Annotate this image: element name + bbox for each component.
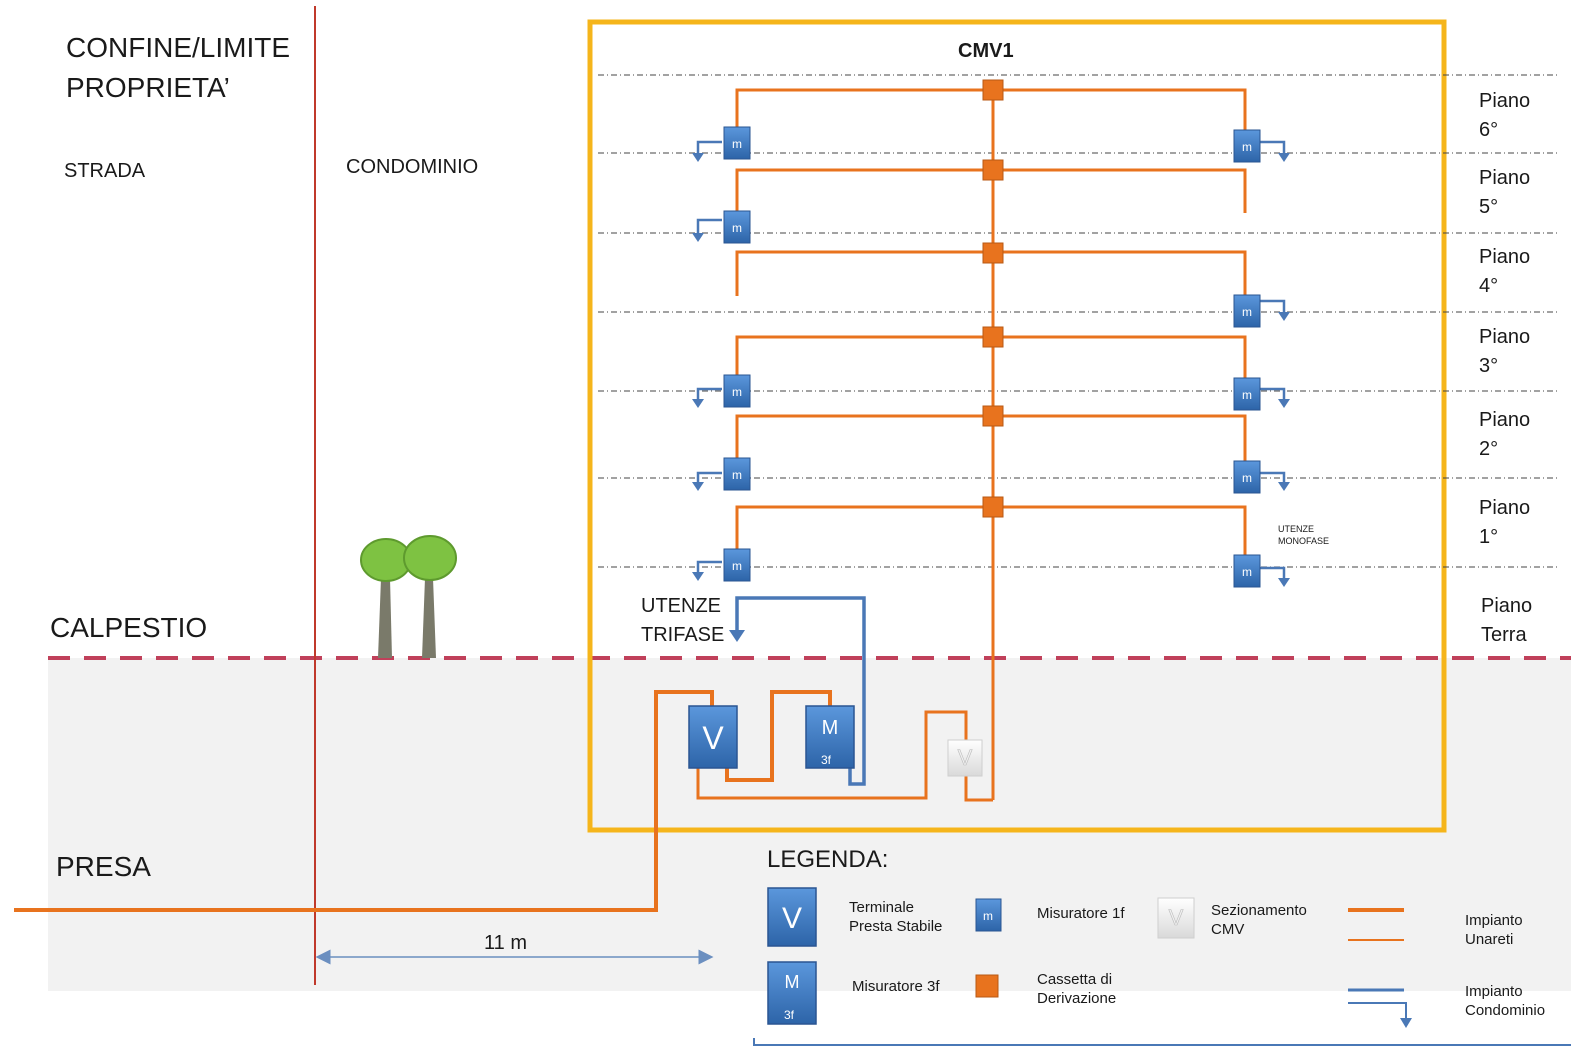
utenze-monofase-label-line1: UTENZE (1278, 524, 1314, 534)
trees (360, 535, 457, 658)
svg-text:M: M (822, 717, 839, 739)
svg-text:V: V (958, 745, 973, 770)
calpestio-label: CALPESTIO (50, 612, 208, 643)
meter-1f-icon: m (723, 457, 751, 491)
meter-1f-icon: m (723, 548, 751, 582)
svg-text:m: m (732, 468, 742, 482)
utenze-trifase-label-line2: TRIFASE (641, 624, 725, 646)
meters-1f: m m m m m m m m m m (723, 126, 1261, 588)
building-cmv1 (587, 19, 1447, 833)
svg-text:m: m (983, 909, 993, 923)
svg-text:m: m (1242, 388, 1252, 402)
legend-symbols: V m V M 3f (767, 887, 1412, 1028)
condominio-arrows (692, 153, 1290, 642)
condominio-network (696, 140, 1286, 786)
meter-1f-icon: m (1233, 554, 1261, 588)
legend-misuratore-3f: Misuratore 3f (852, 978, 940, 995)
svg-text:V: V (702, 720, 724, 756)
distance-label: 11 m (484, 932, 527, 954)
confine-label-line1: CONFINE/LIMITE (66, 32, 291, 63)
strada-label: STRADA (64, 160, 146, 182)
utenze-trifase-label-line1: UTENZE (641, 595, 721, 617)
meter-1f-icon: m (723, 374, 751, 408)
svg-text:m: m (732, 385, 742, 399)
svg-text:3f: 3f (784, 1008, 795, 1022)
meter-1f-icon: m (1233, 377, 1261, 411)
sezionamento-cmv-icon: V (947, 739, 983, 777)
svg-text:m: m (732, 559, 742, 573)
svg-text:M: M (785, 972, 800, 992)
meter-1f-icon: m (1233, 460, 1261, 494)
cmv-title: CMV1 (958, 40, 1014, 62)
meter-1f-icon: m (1233, 129, 1261, 163)
presa-label: PRESA (56, 851, 151, 882)
svg-text:m: m (732, 137, 742, 151)
confine-label-line2: PROPRIETA’ (66, 72, 230, 103)
svg-text:m: m (1242, 471, 1252, 485)
cassette-derivazione (982, 79, 1004, 518)
condominio-label: CONDOMINIO (346, 156, 479, 178)
svg-text:m: m (732, 221, 742, 235)
floor-lines (598, 74, 1560, 568)
meter-1f-icon: m (723, 210, 751, 244)
svg-text:V: V (1169, 905, 1184, 930)
legend-misuratore-1f: Misuratore 1f (1037, 905, 1125, 922)
meter-1f-icon: m (723, 126, 751, 160)
utenze-monofase-label-line2: MONOFASE (1278, 536, 1330, 546)
svg-text:3f: 3f (821, 753, 832, 767)
terminal-presta-stabile-icon: V (688, 705, 738, 769)
svg-text:m: m (1242, 140, 1252, 154)
meter-3f-icon: M 3f (805, 705, 855, 769)
svg-text:m: m (1242, 305, 1252, 319)
svg-text:m: m (1242, 565, 1252, 579)
legend-title: LEGENDA: (767, 846, 889, 873)
svg-text:V: V (782, 902, 802, 935)
meter-1f-icon: m (1233, 294, 1261, 328)
